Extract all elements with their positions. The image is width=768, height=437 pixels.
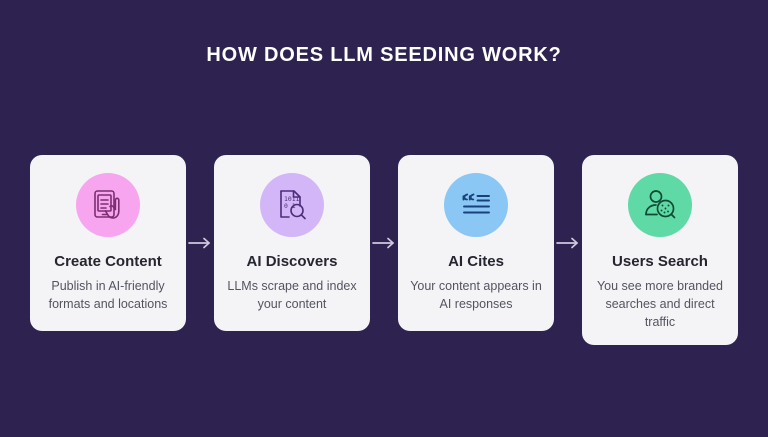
arrow-right-icon xyxy=(371,236,397,250)
step-card-title: AI Cites xyxy=(448,253,504,270)
step-card-users-search[interactable]: Users Search You see more branded search… xyxy=(582,155,738,346)
flow-arrow-3 xyxy=(554,155,582,331)
process-flow: Create Content Publish in AI-friendly fo… xyxy=(30,155,738,346)
step-card-ai-cites[interactable]: AI Cites Your content appears in AI resp… xyxy=(398,155,554,331)
quote-lines-icon xyxy=(456,185,496,225)
step-card-title: Create Content xyxy=(54,253,162,270)
step-card-description: LLMs scrape and index your content xyxy=(227,279,357,312)
icon-circle-ai-cites xyxy=(444,173,508,237)
svg-text:0 1: 0 1 xyxy=(284,202,296,210)
person-search-icon xyxy=(640,185,680,225)
icon-circle-users-search xyxy=(628,173,692,237)
step-card-ai-discovers[interactable]: 1011 0 1 AI Discovers LLMs scrape and in… xyxy=(214,155,370,331)
tablet-hand-icon xyxy=(88,185,128,225)
step-card-title: AI Discovers xyxy=(246,253,338,270)
icon-circle-ai-discovers: 1011 0 1 xyxy=(260,173,324,237)
flow-arrow-2 xyxy=(370,155,398,331)
icon-circle-create-content xyxy=(76,173,140,237)
svg-text:1011: 1011 xyxy=(284,195,300,203)
step-card-title: Users Search xyxy=(612,253,708,270)
arrow-right-icon xyxy=(555,236,581,250)
arrow-right-icon xyxy=(187,236,213,250)
document-binary-search-icon: 1011 0 1 xyxy=(272,185,312,225)
step-card-description: Publish in AI-friendly formats and locat… xyxy=(48,279,168,312)
flow-arrow-1 xyxy=(186,155,214,331)
step-card-description: Your content appears in AI responses xyxy=(410,279,542,312)
step-card-description: You see more branded searches and direct… xyxy=(596,279,724,330)
page-title: HOW DOES LLM SEEDING WORK? xyxy=(206,44,562,66)
step-card-create-content[interactable]: Create Content Publish in AI-friendly fo… xyxy=(30,155,186,331)
